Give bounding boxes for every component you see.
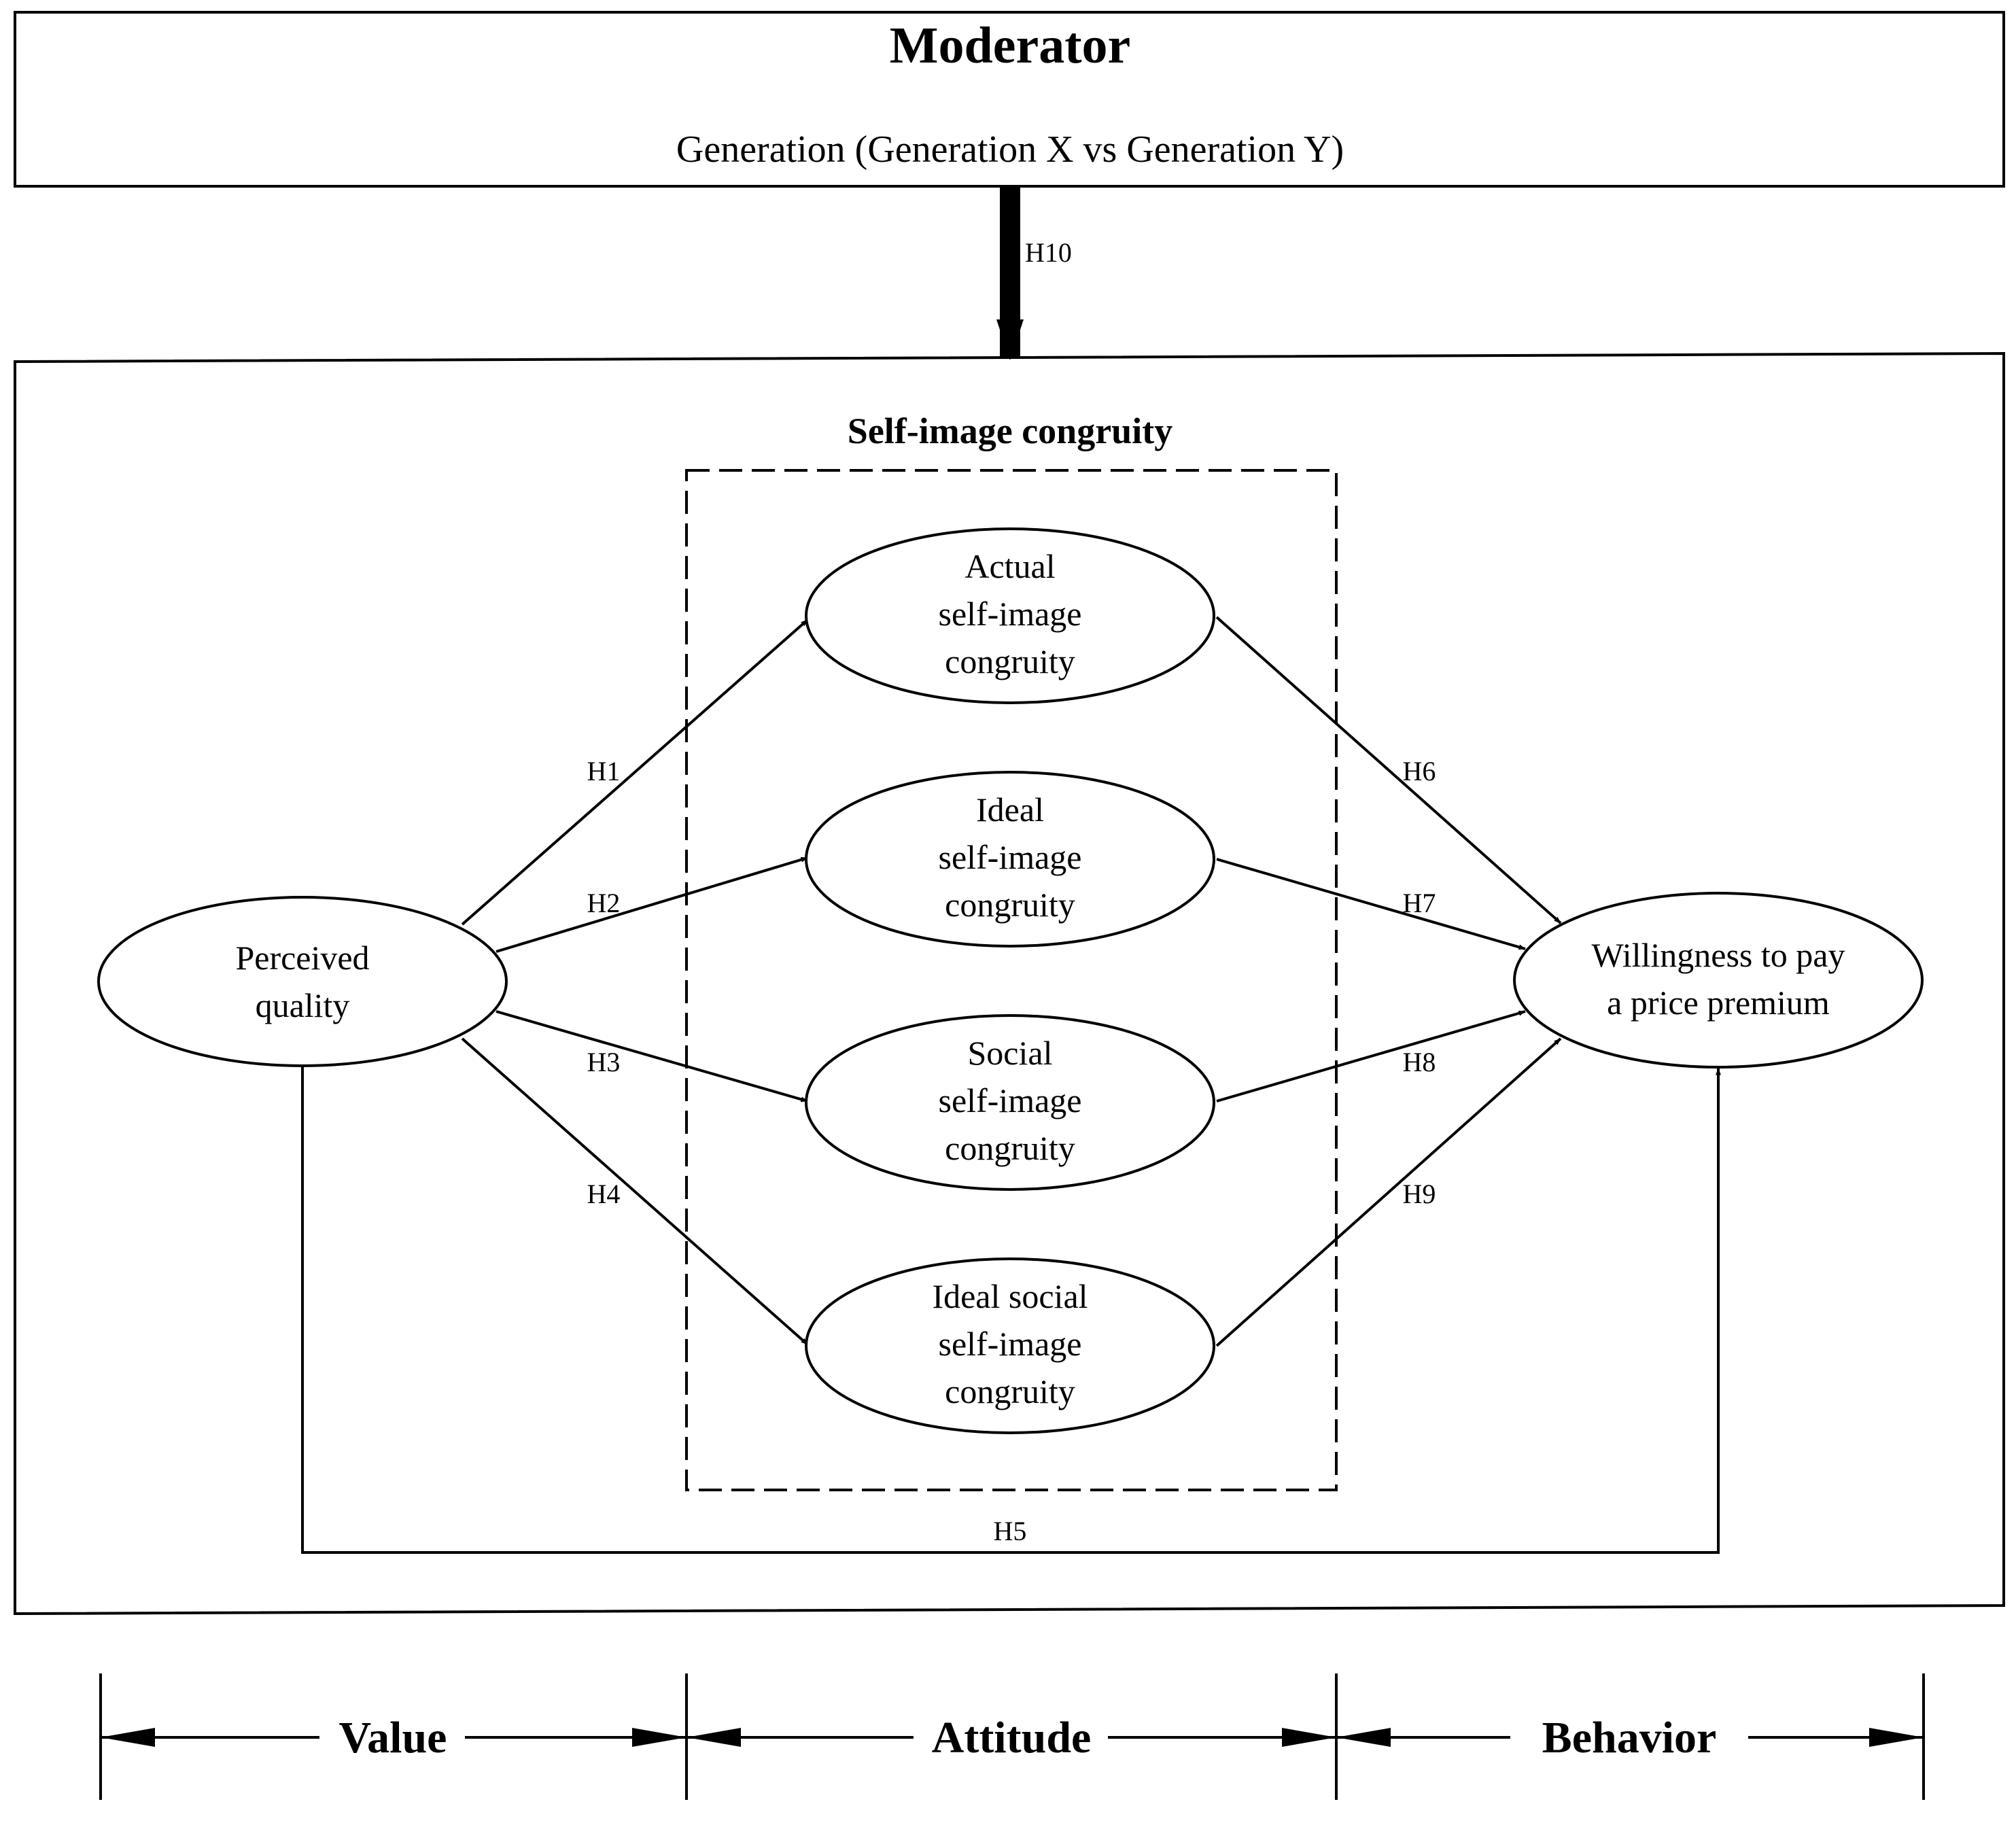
node-ideal-social-self-image-congruity: Ideal social self-image congruity	[805, 1257, 1215, 1434]
h10-label: H10	[1025, 237, 1072, 268]
edge-h1	[461, 619, 809, 926]
node-label-line: congruity	[945, 886, 1075, 924]
stage-attitude: Attitude	[932, 1713, 1092, 1763]
node-perceived-quality: Perceived quality	[97, 896, 508, 1067]
group-title: Self-image congruity	[848, 411, 1172, 451]
edge-h6	[1215, 616, 1562, 924]
h5-label: H5	[994, 1516, 1027, 1546]
node-label-line: self-image	[938, 1081, 1081, 1119]
h2-label: H2	[587, 888, 621, 918]
node-label-line: a price premium	[1607, 984, 1830, 1022]
node-label-line: Perceived	[235, 939, 369, 977]
edge-h4	[461, 1037, 809, 1346]
node-label-line: congruity	[945, 642, 1075, 680]
moderator-title: Moderator	[890, 17, 1131, 74]
node-label-line: congruity	[945, 1129, 1075, 1167]
edge-h9	[1215, 1037, 1562, 1347]
node-label-line: self-image	[938, 595, 1081, 633]
model-box	[14, 351, 2005, 1616]
h4-label: H4	[587, 1179, 621, 1209]
node-label-line: Social	[968, 1034, 1053, 1072]
node-label-line: self-image	[938, 1325, 1081, 1363]
stage-bar: Value Attitude Behavior	[99, 1673, 1925, 1800]
moderator-subtitle: Generation (Generation X vs Generation Y…	[676, 128, 1344, 171]
node-ideal-self-image-congruity: Ideal self-image congruity	[805, 771, 1215, 948]
h8-label: H8	[1403, 1047, 1436, 1077]
stage-value: Value	[339, 1713, 447, 1763]
node-label-line: quality	[256, 986, 350, 1024]
h9-label: H9	[1403, 1179, 1436, 1209]
edge-h8	[1216, 1010, 1526, 1103]
node-label-line: Ideal	[976, 791, 1044, 829]
node-label-line: Actual	[964, 547, 1055, 585]
h7-label: H7	[1403, 888, 1436, 918]
node-label-line: self-image	[938, 838, 1081, 876]
node-label-line: congruity	[945, 1372, 1075, 1410]
self-image-congruity-group	[685, 469, 1338, 1491]
node-willingness-to-pay: Willingness to pay a price premium	[1513, 892, 1924, 1069]
node-label-line: Ideal social	[932, 1277, 1088, 1315]
h6-label: H6	[1403, 756, 1436, 786]
node-social-self-image-congruity: Social self-image congruity	[805, 1014, 1215, 1191]
edge-h3	[496, 1010, 808, 1103]
h1-label: H1	[587, 756, 621, 786]
h3-label: H3	[587, 1047, 621, 1077]
node-label-line: Willingness to pay	[1592, 936, 1845, 974]
edge-h5	[301, 1066, 1721, 1554]
edge-h7	[1216, 858, 1526, 950]
node-actual-self-image-congruity: Actual self-image congruity	[805, 527, 1215, 704]
stage-behavior: Behavior	[1542, 1713, 1717, 1763]
edge-h2	[496, 856, 808, 953]
